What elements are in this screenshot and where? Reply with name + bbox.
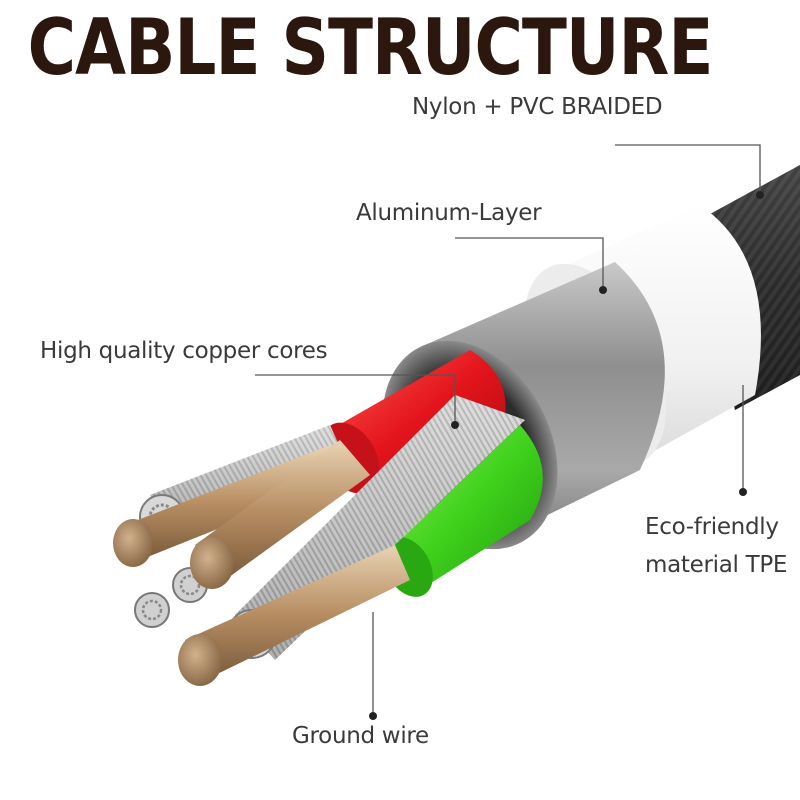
copper-cores xyxy=(113,440,410,686)
leader-lines xyxy=(255,144,764,720)
label-copper-cores: High quality copper cores xyxy=(40,338,328,364)
label-eco-line1: Eco-friendly xyxy=(645,514,779,540)
page-title: CABLE STRUCTURE xyxy=(27,2,714,93)
label-nylon-pvc-braided: Nylon + PVC BRAIDED xyxy=(412,94,663,120)
label-eco-friendly-tpe: Eco-friendly material TPE xyxy=(645,508,787,584)
leader-line-nylon xyxy=(615,144,761,195)
label-ground-wire: Ground wire xyxy=(292,723,429,749)
leader-line-copper xyxy=(255,374,456,425)
label-eco-line2: material TPE xyxy=(645,552,788,578)
leader-line-aluminum xyxy=(455,237,604,290)
label-aluminum-layer: Aluminum-Layer xyxy=(356,200,542,226)
